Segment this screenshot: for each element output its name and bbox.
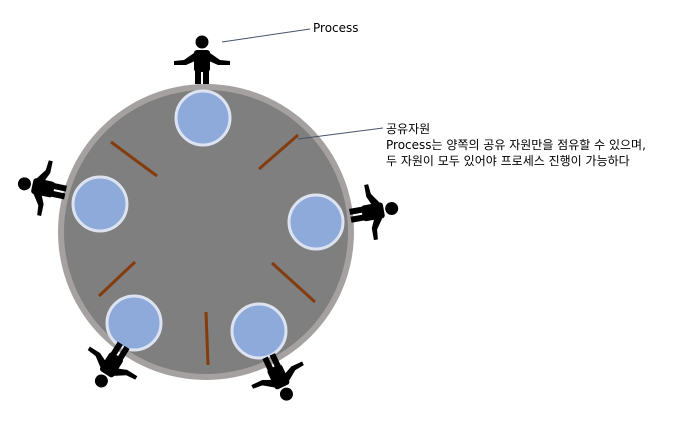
leader-line-resource	[297, 127, 384, 140]
plate-left	[71, 175, 129, 233]
person-icon	[345, 179, 403, 244]
resource-stick-left	[97, 260, 137, 298]
plate-right	[287, 193, 345, 251]
process-label: Process	[313, 21, 359, 35]
resource-annotation: 공유자원 Process는 양쪽의 공유 자원만을 점유할 수 있으며, 두 자…	[386, 121, 646, 169]
plate-top	[174, 89, 232, 147]
resource-stick-right	[270, 261, 317, 304]
resource-title: 공유자원	[386, 122, 431, 136]
resource-stick-top-left	[110, 140, 158, 178]
plate-bottom-right	[230, 302, 288, 360]
resource-desc-line-1: Process는 양쪽의 공유 자원만을 점유할 수 있으며,	[386, 138, 646, 152]
leader-line-process	[221, 28, 311, 43]
resource-stick-bottom	[204, 311, 210, 366]
plate-bottom-left	[105, 294, 163, 352]
resource-desc-line-2: 두 자원이 모두 있어야 프로세스 진행이 가능하다	[386, 154, 630, 168]
resource-stick-top-right	[258, 133, 299, 171]
person-icon	[174, 35, 230, 84]
